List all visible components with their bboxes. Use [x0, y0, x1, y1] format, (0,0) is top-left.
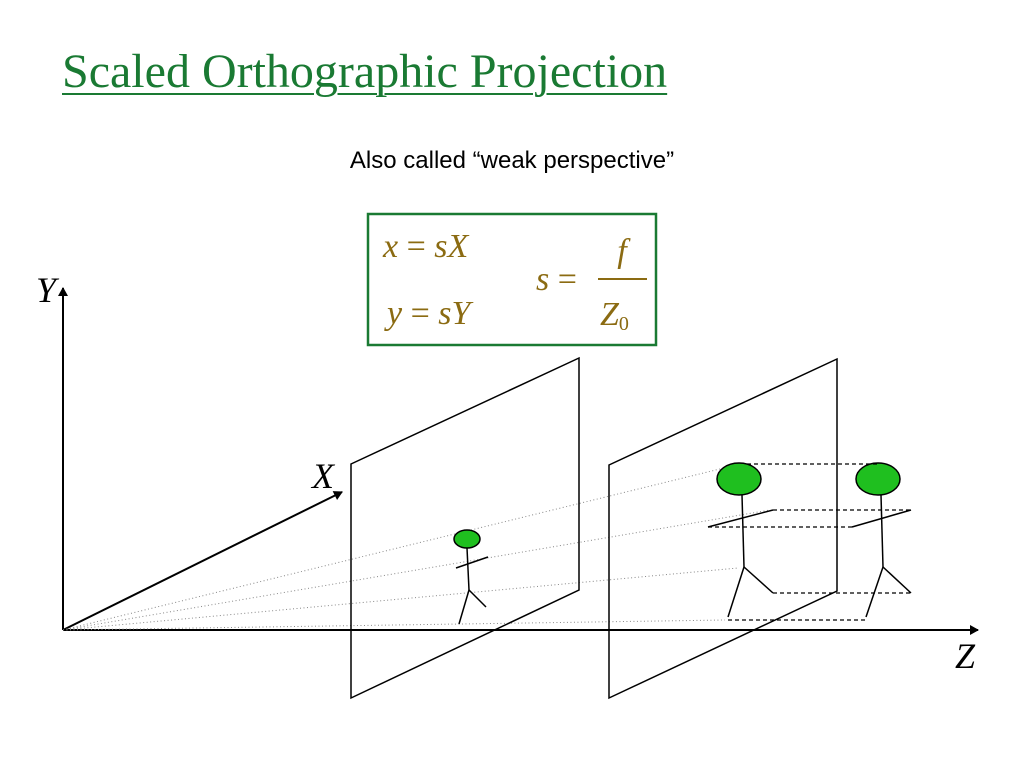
- ray-hip: [62, 567, 739, 631]
- ray-foot: [62, 619, 726, 631]
- formula-border: [366, 212, 658, 347]
- formula-box: x = sX y = sY s = f Z0: [366, 212, 658, 347]
- equation-y-rhs: sY: [438, 295, 473, 332]
- scale-lhs: s: [536, 261, 549, 298]
- scale-numerator: f: [617, 233, 631, 270]
- reference-figure-leg-left: [727, 566, 745, 618]
- projected-figure-leg-right: [468, 589, 487, 608]
- object-figure-body: [880, 494, 884, 568]
- reference-figure-body: [741, 494, 745, 568]
- x-axis: [62, 491, 343, 631]
- equation-y-operator: =: [411, 295, 430, 332]
- slide-subtitle: Also called “weak perspective”: [349, 147, 675, 174]
- scale-denominator-subscript: 0: [619, 313, 629, 335]
- slide-title: Scaled Orthographic Projection: [62, 45, 668, 98]
- projected-figure-arms: [455, 556, 489, 569]
- object-figure-head: [855, 462, 901, 496]
- projected-figure-body: [466, 547, 470, 591]
- reference-figure-head: [716, 462, 762, 496]
- scale-operator: =: [558, 261, 577, 298]
- projection-rays: [62, 466, 771, 631]
- z-axis-label: Z: [955, 636, 976, 676]
- object-figure: [851, 462, 912, 618]
- reference-figure: [707, 462, 774, 618]
- equation-x-lhs: x: [382, 228, 398, 265]
- orthographic-projection-lines: [708, 463, 911, 621]
- object-figure-leg-left: [865, 566, 884, 618]
- projected-figure-leg-left: [458, 589, 470, 625]
- equation-y: y = sY: [384, 295, 474, 332]
- scale-denominator-base: Z: [600, 296, 620, 333]
- object-figure-leg-right: [882, 566, 912, 594]
- projected-figure: [453, 529, 489, 625]
- equation-x-rhs: sX: [434, 228, 469, 265]
- equation-y-lhs: y: [384, 295, 403, 332]
- reference-figure-arms: [707, 509, 774, 528]
- ray-head: [62, 466, 729, 631]
- y-axis-label: Y: [36, 270, 60, 310]
- reference-plane: [608, 357, 838, 700]
- x-axis-label: X: [310, 456, 336, 496]
- ray-arm: [62, 509, 771, 631]
- equation-x: x = sX: [382, 228, 470, 265]
- equation-x-operator: =: [407, 228, 426, 265]
- reference-figure-leg-right: [743, 566, 774, 594]
- object-figure-arms: [851, 509, 912, 528]
- scale-denominator: Z0: [600, 296, 629, 335]
- image-plane: [350, 356, 580, 700]
- axes: [58, 287, 979, 635]
- scale-equation-lhs: s =: [536, 261, 577, 298]
- projected-figure-head: [453, 529, 481, 549]
